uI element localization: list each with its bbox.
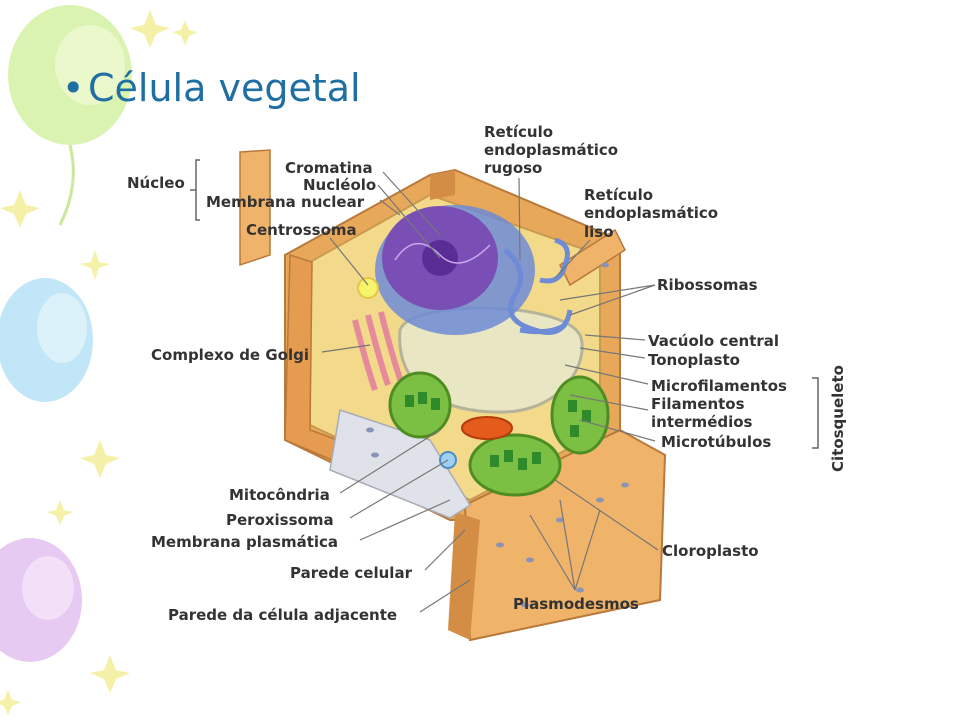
label-reticulo-rugoso-2: endoplasmático: [484, 141, 618, 159]
label-complexo-golgi: Complexo de Golgi: [151, 346, 309, 364]
label-reticulo-liso-2: endoplasmático: [584, 204, 718, 222]
label-tonoplasto: Tonoplasto: [648, 351, 740, 369]
slide-title-text: Célula vegetal: [88, 66, 361, 110]
label-mitocondria: Mitocôndria: [229, 486, 330, 504]
label-reticulo-rugoso-3: rugoso: [484, 159, 542, 177]
label-membrana-nuclear: Membrana nuclear: [206, 193, 365, 211]
centrosome: [357, 277, 379, 299]
chloroplasts: [388, 371, 610, 497]
label-vacuolo-central: Vacúolo central: [648, 332, 779, 350]
label-filamentos-2: intermédios: [651, 413, 753, 431]
confetti-stars: [0, 10, 198, 715]
label-reticulo-rugoso-1: Retículo: [484, 123, 553, 141]
label-citosqueleto: Citosqueleto: [829, 365, 847, 472]
label-filamentos-1: Filamentos: [651, 395, 745, 413]
label-parede-adjacente: Parede da célula adjacente: [168, 606, 397, 624]
mitochondrion: [461, 416, 513, 440]
label-microfilamentos: Microfilamentos: [651, 377, 787, 395]
label-centrossoma: Centrossoma: [246, 221, 357, 239]
label-cromatina: Cromatina: [285, 159, 373, 177]
label-nucleolo: Nucléolo: [303, 176, 376, 194]
label-ribossomas: Ribossomas: [657, 276, 758, 294]
label-reticulo-liso-3: liso: [584, 223, 614, 241]
label-reticulo-liso-1: Retículo: [584, 186, 653, 204]
slide-title: •Célula vegetal: [62, 66, 361, 110]
endoplasmic-reticulum: [503, 237, 573, 335]
golgi-apparatus: [352, 311, 404, 391]
label-peroxissoma: Peroxissoma: [226, 511, 334, 529]
label-parede-celular: Parede celular: [290, 564, 413, 582]
label-cloroplasto: Cloroplasto: [662, 542, 759, 560]
label-plasmodesmos: Plasmodesmos: [513, 595, 639, 613]
label-membrana-plasmatica: Membrana plasmática: [151, 533, 338, 551]
label-microtubulos: Microtúbulos: [661, 433, 771, 451]
leader-lines: [321, 171, 659, 613]
bullet: •: [62, 66, 85, 110]
label-nucleo: Núcleo: [127, 174, 185, 192]
